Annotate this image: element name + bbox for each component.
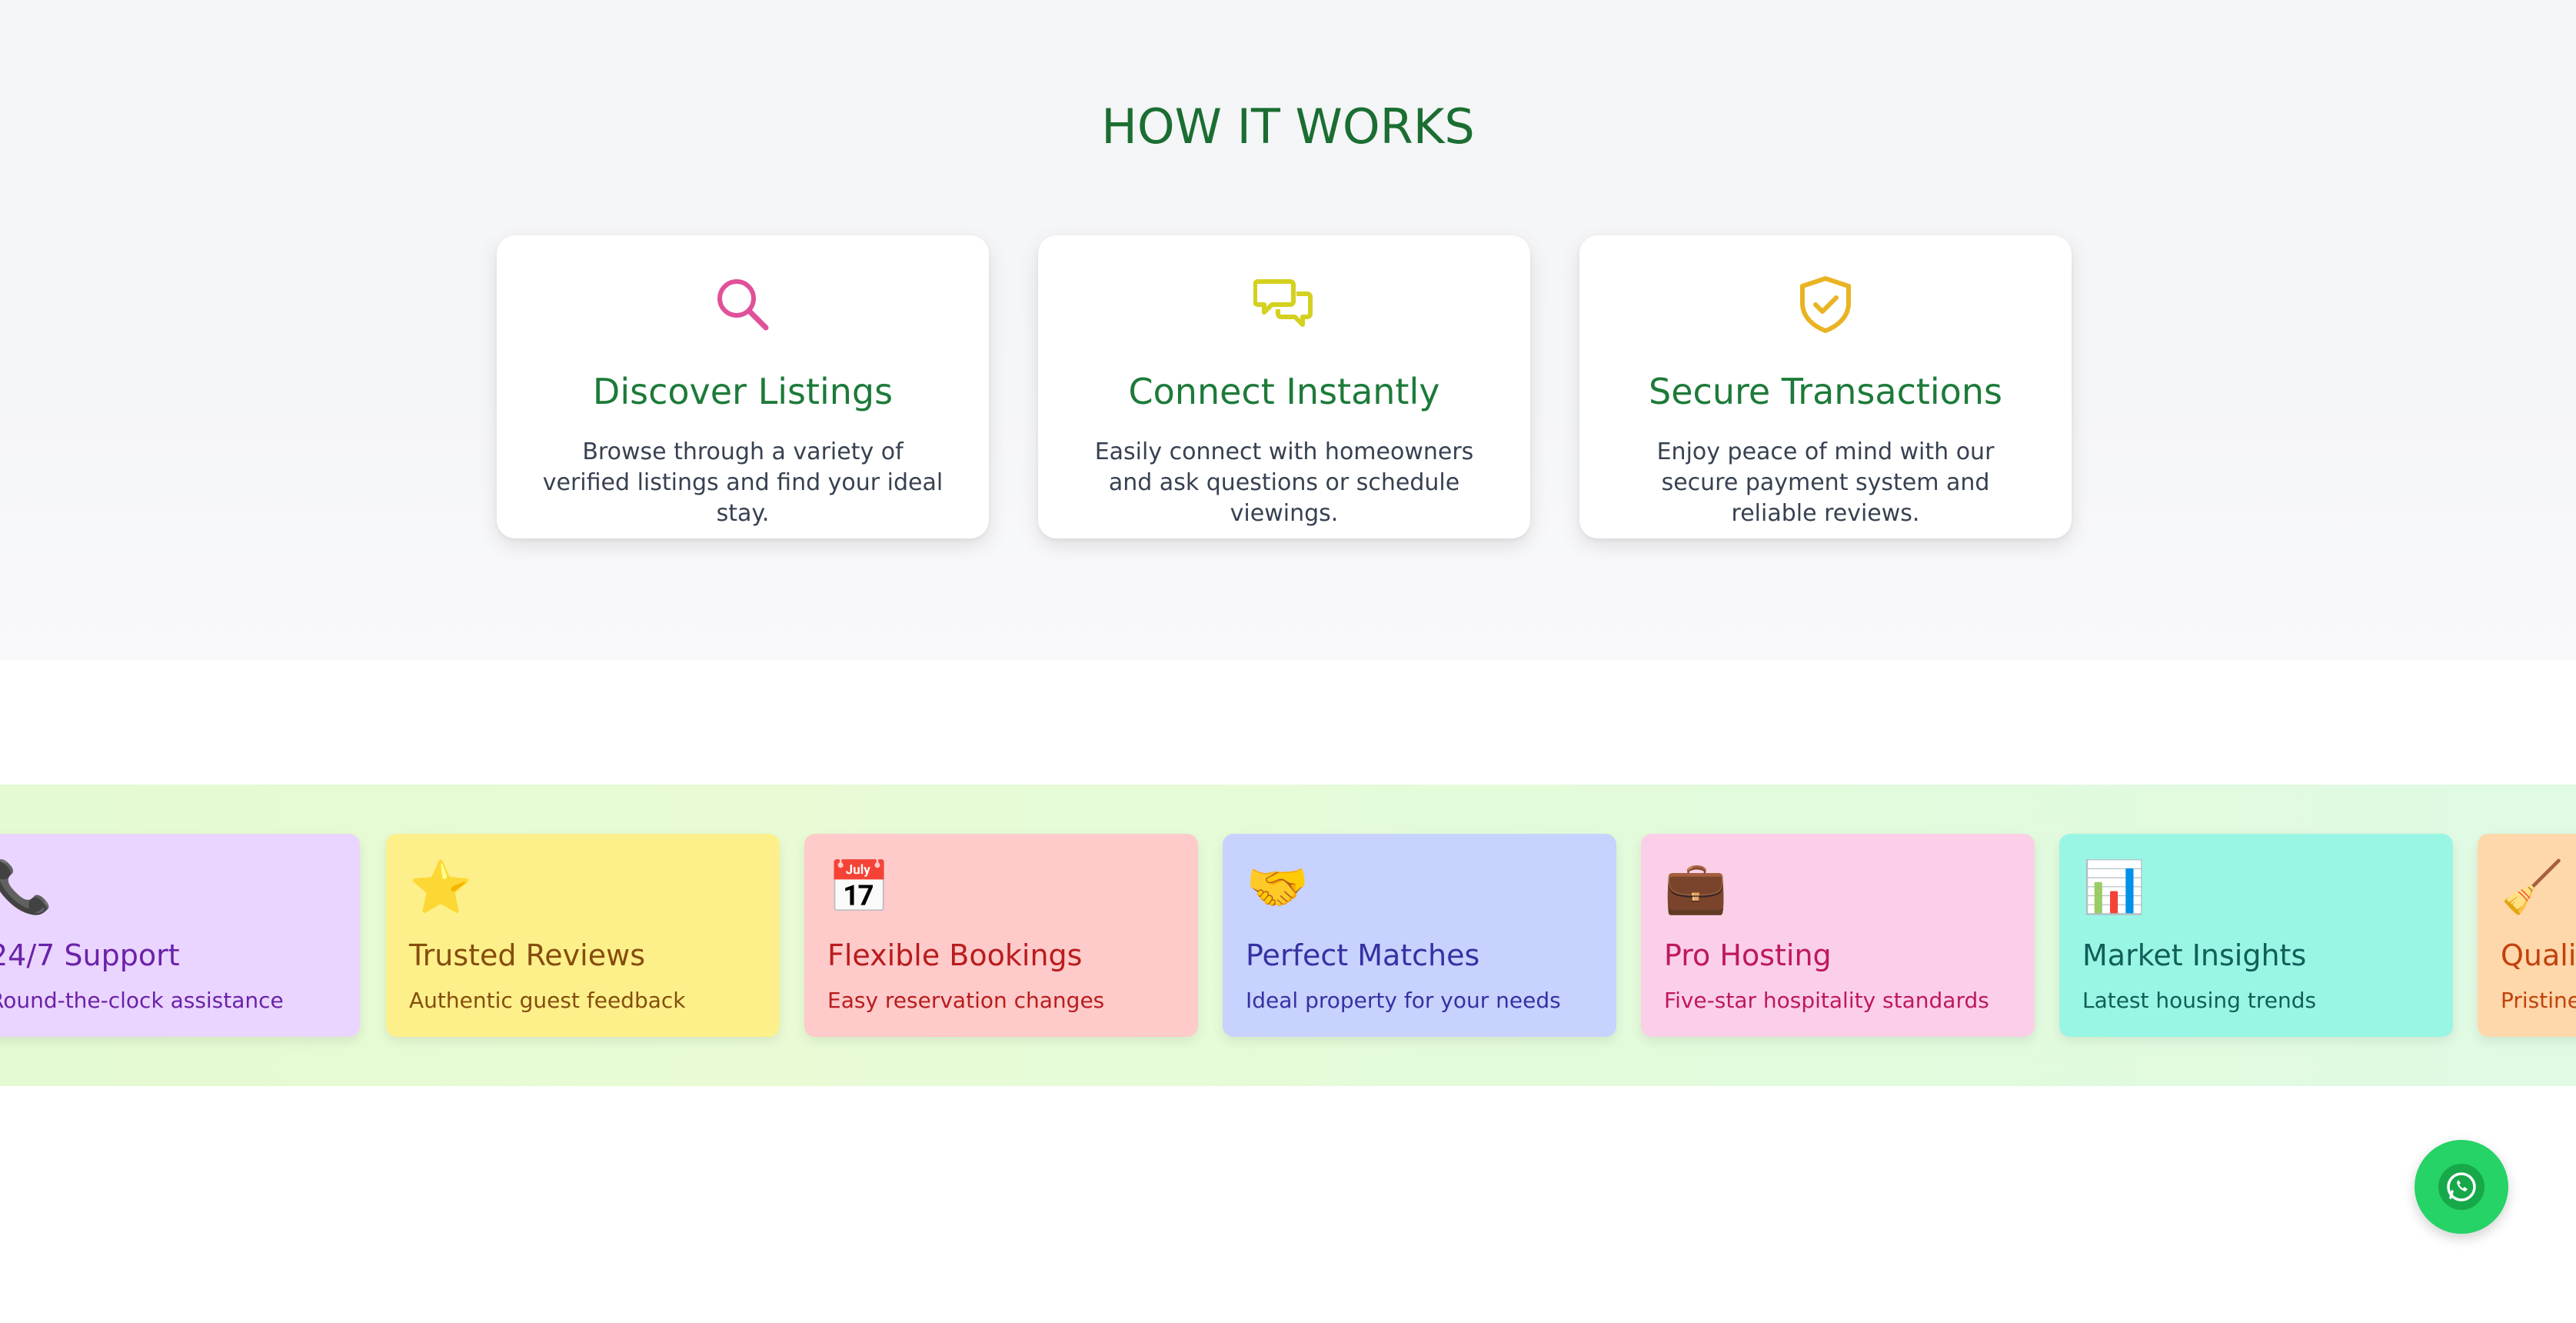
step-title: Secure Transactions — [1649, 371, 2002, 412]
feature-card-quality[interactable]: 🧹 Quality Pristine — [2478, 834, 2576, 1037]
feature-card-reviews[interactable]: ⭐ Trusted Reviews Authentic guest feedba… — [386, 834, 780, 1037]
feature-title: Flexible Bookings — [827, 938, 1083, 972]
section-title: HOW IT WORKS — [1101, 98, 1475, 155]
calendar-icon: 📅 — [827, 858, 891, 917]
features-carousel: 📞 24/7 Support Round-the-clock assistanc… — [0, 785, 2576, 1086]
feature-card-matches[interactable]: 🤝 Perfect Matches Ideal property for you… — [1223, 834, 1616, 1037]
feature-description: Round-the-clock assistance — [0, 988, 284, 1013]
step-card-discover: Discover Listings Browse through a varie… — [497, 235, 989, 538]
feature-description: Five-star hospitality standards — [1664, 988, 1989, 1013]
step-description: Browse through a variety of verified lis… — [542, 438, 944, 527]
feature-card-insights[interactable]: 📊 Market Insights Latest housing trends — [2059, 834, 2453, 1037]
briefcase-icon: 💼 — [1664, 858, 1728, 917]
feature-title: Quality — [2501, 938, 2576, 972]
feature-title: Perfect Matches — [1246, 938, 1480, 972]
broom-icon: 🧹 — [2501, 858, 2564, 917]
feature-description: Pristine — [2501, 988, 2576, 1013]
feature-description: Ideal property for your needs — [1246, 988, 1561, 1013]
bar-chart-icon: 📊 — [2082, 858, 2146, 917]
whatsapp-icon — [2438, 1164, 2484, 1210]
phone-icon: 📞 — [0, 858, 53, 917]
whatsapp-chat-button[interactable] — [2415, 1140, 2508, 1234]
shield-check-icon — [1579, 274, 2072, 335]
step-title: Connect Instantly — [1128, 371, 1440, 412]
step-card-connect: Connect Instantly Easily connect with ho… — [1038, 235, 1530, 538]
feature-title: Trusted Reviews — [409, 938, 645, 972]
handshake-icon: 🤝 — [1246, 858, 1310, 917]
feature-description: Latest housing trends — [2082, 988, 2317, 1013]
feature-card-bookings[interactable]: 📅 Flexible Bookings Easy reservation cha… — [804, 834, 1198, 1037]
step-title: Discover Listings — [592, 371, 894, 412]
step-card-secure: Secure Transactions Enjoy peace of mind … — [1579, 235, 2072, 538]
feature-title: Pro Hosting — [1664, 938, 1832, 972]
star-icon: ⭐ — [409, 858, 473, 917]
feature-title: Market Insights — [2082, 938, 2307, 972]
step-description: Enjoy peace of mind with our secure paym… — [1656, 438, 1995, 527]
feature-description: Authentic guest feedback — [409, 988, 686, 1013]
feature-card-support[interactable]: 📞 24/7 Support Round-the-clock assistanc… — [0, 834, 360, 1037]
chat-icon — [1038, 274, 1530, 335]
feature-description: Easy reservation changes — [827, 988, 1105, 1013]
how-it-works-section: HOW IT WORKS Discover Listings Browse th… — [0, 0, 2576, 660]
feature-title: 24/7 Support — [0, 938, 180, 972]
feature-card-hosting[interactable]: 💼 Pro Hosting Five-star hospitality stan… — [1641, 834, 2035, 1037]
step-description: Easily connect with homeowners and ask q… — [1094, 438, 1474, 527]
search-icon — [497, 274, 989, 335]
